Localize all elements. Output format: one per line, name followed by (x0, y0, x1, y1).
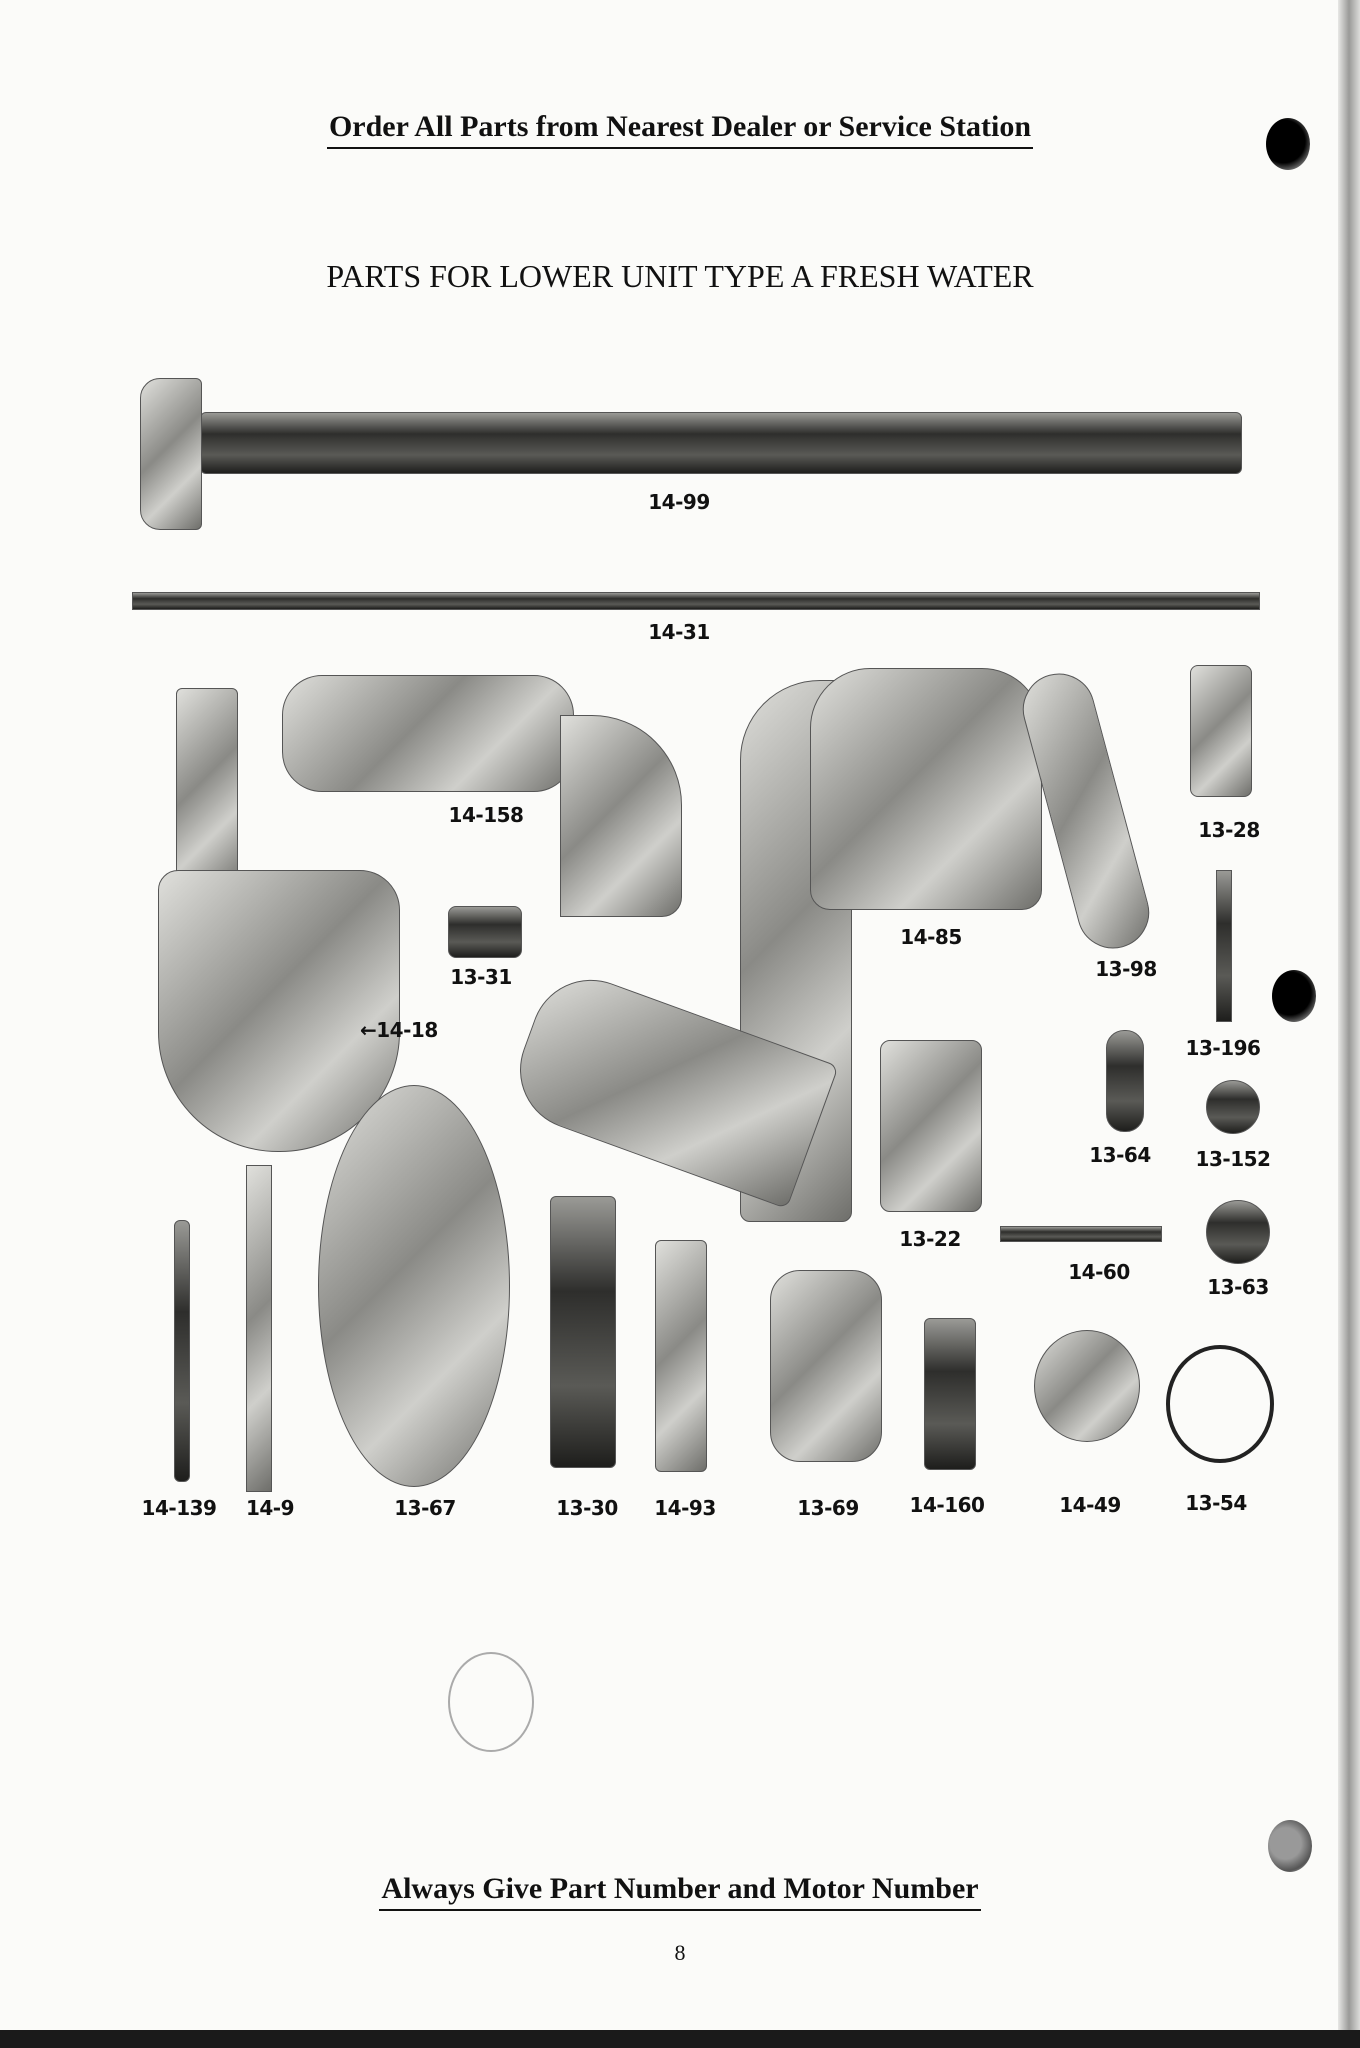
part-label: 14-60 (1068, 1260, 1130, 1284)
part-14-60 (1000, 1226, 1162, 1242)
part-14-160 (924, 1318, 976, 1470)
part-14-18-skeg (158, 870, 400, 1152)
part-13-28 (1190, 665, 1252, 797)
part-14-31-shaft (132, 592, 1260, 610)
part-14-158-plate (282, 675, 574, 792)
part-13-63 (1206, 1200, 1270, 1264)
part-label: 14-9 (245, 1496, 295, 1520)
part-label: 14-93 (654, 1496, 716, 1520)
part-label: 13-22 (899, 1227, 961, 1251)
part-14-99-tube (200, 412, 1242, 474)
title-text: PARTS FOR LOWER UNIT TYPE A FRESH WATER (326, 258, 1034, 294)
part-13-64 (1106, 1030, 1144, 1132)
pencil-mark (448, 1652, 534, 1752)
part-14-139 (174, 1220, 190, 1482)
binder-hole (1268, 1820, 1312, 1872)
part-label: 13-31 (450, 965, 512, 989)
part-14-93 (655, 1240, 707, 1472)
part-label: 14-18 (376, 1018, 438, 1042)
part-label: 13-69 (797, 1496, 859, 1520)
page-header: Order All Parts from Nearest Dealer or S… (0, 110, 1360, 149)
part-label: 14-49 (1059, 1493, 1121, 1517)
footer-text: Always Give Part Number and Motor Number (379, 1872, 981, 1911)
part-13-22 (880, 1040, 982, 1212)
part-14-99-flange (140, 378, 202, 530)
part-label: 13-98 (1095, 957, 1157, 981)
part-label-with-arrow: ←14-18 (360, 1018, 438, 1042)
page-title: PARTS FOR LOWER UNIT TYPE A FRESH WATER (0, 258, 1360, 295)
part-14-9 (246, 1165, 272, 1492)
part-13-152 (1206, 1080, 1260, 1134)
part-label: 13-63 (1207, 1275, 1269, 1299)
part-13-30 (550, 1196, 616, 1468)
binder-hole (1266, 118, 1310, 170)
part-label: 13-30 (556, 1496, 618, 1520)
part-label: 14-158 (448, 803, 524, 827)
part-14-18-neck (176, 688, 238, 890)
part-label: 14-31 (648, 620, 710, 644)
part-label: 13-28 (1198, 818, 1260, 842)
part-label: 14-139 (141, 1496, 217, 1520)
part-13-196 (1216, 870, 1232, 1022)
part-label: 14-99 (648, 490, 710, 514)
part-13-67 (318, 1085, 510, 1487)
part-label: 13-64 (1089, 1143, 1151, 1167)
part-13-69 (770, 1270, 882, 1462)
page-number: 8 (0, 1940, 1360, 1966)
part-label: 13-67 (394, 1496, 456, 1520)
part-label: 14-160 (909, 1493, 985, 1517)
scan-border (0, 2030, 1360, 2048)
binder-hole (1272, 970, 1316, 1022)
part-label: 13-196 (1185, 1036, 1261, 1060)
part-14-158-arm (560, 715, 682, 917)
part-label: 13-54 (1185, 1491, 1247, 1515)
part-label: 14-85 (900, 925, 962, 949)
part-13-31 (448, 906, 522, 958)
page-number-text: 8 (674, 1940, 686, 1965)
arrow-left-icon: ← (360, 1018, 377, 1042)
part-13-54-gasket (1166, 1345, 1274, 1463)
page-footer: Always Give Part Number and Motor Number (0, 1872, 1360, 1911)
part-label: 13-152 (1195, 1147, 1271, 1171)
page-edge (1338, 0, 1360, 2048)
part-14-49 (1034, 1330, 1140, 1442)
header-text: Order All Parts from Nearest Dealer or S… (326, 110, 1034, 149)
part-14-85-clamp (810, 668, 1042, 910)
